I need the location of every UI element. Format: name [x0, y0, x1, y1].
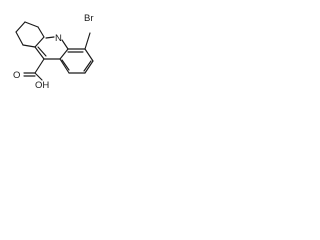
chemical-structure-diagram: N Br O OH [13, 13, 94, 91]
bond [84, 48, 94, 62]
cyclopentane-ring [15, 21, 45, 48]
bond [61, 59, 70, 71]
bond [45, 36, 55, 39]
bond [22, 44, 36, 48]
bond [83, 60, 92, 72]
bond [61, 39, 69, 50]
bond [59, 58, 70, 74]
bond [37, 26, 45, 38]
bond [59, 48, 69, 60]
bond [37, 46, 47, 57]
bond [34, 58, 45, 74]
carboxylic-acid-group [23, 58, 45, 81]
bond [24, 21, 39, 28]
pyridine-ring [34, 36, 69, 60]
bond [34, 46, 45, 60]
bond [84, 60, 94, 74]
bond [34, 36, 45, 48]
bond [15, 31, 24, 46]
bond [15, 21, 26, 33]
hydroxyl-label: OH [35, 80, 49, 91]
bromine-bond [84, 32, 91, 50]
benzene-ring [59, 48, 94, 74]
bromine-atom-label: Br [84, 13, 94, 24]
oxygen-atom-label: O [13, 70, 20, 81]
hydroxyl-bond [34, 72, 43, 81]
nitrogen-atom-label: N [55, 33, 62, 44]
